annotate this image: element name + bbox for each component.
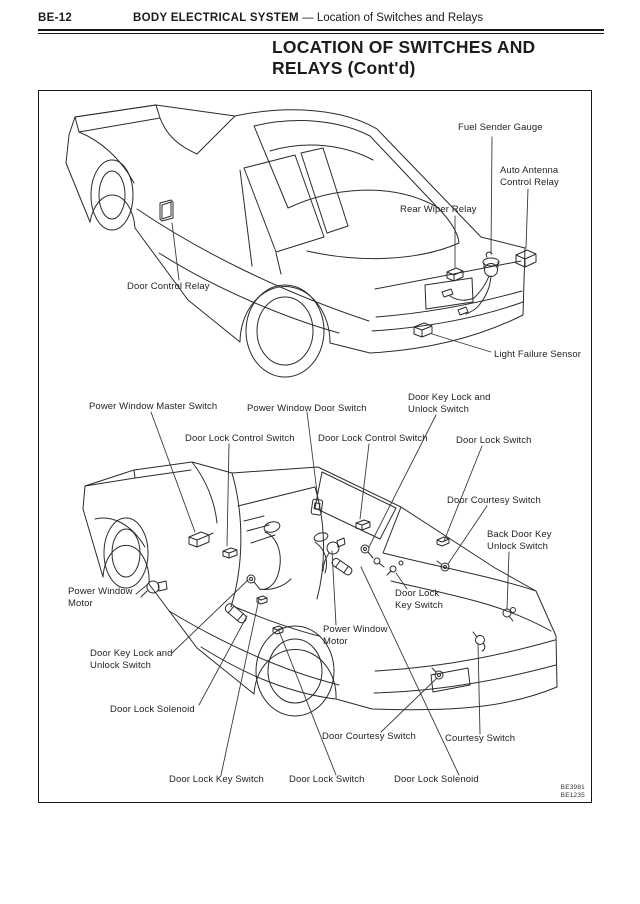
label-fuel-sender-gauge: Fuel Sender Gauge (458, 122, 543, 133)
door-lock-control-switch-2-part (355, 519, 371, 531)
page-number: BE-12 (38, 12, 73, 24)
power-window-door-switch-part (310, 498, 324, 516)
door-lock-solenoid-left-part (224, 603, 247, 624)
header-dash: — (302, 12, 314, 24)
door-lock-solenoid-right-part (331, 557, 353, 576)
label-door-courtesy-switch-top: Door Courtesy Switch (447, 495, 541, 506)
label-door-control-relay: Door Control Relay (127, 281, 210, 292)
back-door-key-unlock-switch-part (502, 607, 516, 622)
door-key-lock-cylinder-left-part (246, 574, 260, 589)
label-auto-antenna-control-relay: Auto Antenna Control Relay (500, 165, 559, 188)
door-key-lock-cylinder-right-part (360, 544, 374, 559)
auto-antenna-control-relay-part (515, 249, 537, 268)
label-door-lock-key-switch-mid: Door Lock Key Switch (395, 588, 443, 611)
header-rule-thin (38, 33, 604, 34)
door-lock-key-switch-left-part (256, 595, 268, 605)
door-courtesy-switch-top-part (436, 560, 450, 572)
label-door-key-lock-and-unlock-switch-left: Door Key Lock and Unlock Switch (90, 648, 173, 671)
car-illustration-top (65, 104, 526, 378)
label-power-window-master-switch: Power Window Master Switch (89, 401, 218, 412)
label-light-failure-sensor: Light Failure Sensor (494, 349, 582, 360)
header-subsection: Location of Switches and Relays (316, 12, 484, 24)
label-door-lock-solenoid-bottom: Door Lock Solenoid (394, 774, 479, 785)
power-window-master-switch-part (188, 531, 214, 548)
label-power-window-door-switch: Power Window Door Switch (247, 403, 367, 414)
figure-codes: BE3981 BE1235 (560, 784, 585, 799)
label-door-lock-switch-top: Door Lock Switch (456, 435, 532, 446)
light-failure-sensor-part (413, 322, 433, 338)
label-door-courtesy-switch-bottom: Door Courtesy Switch (322, 731, 416, 742)
label-door-lock-control-switch-2: Door Lock Control Switch (318, 433, 428, 444)
rear-wiper-relay-part (446, 267, 464, 282)
door-lock-control-switch-1-part (222, 547, 238, 559)
label-door-lock-solenoid-left: Door Lock Solenoid (110, 704, 195, 715)
leader-lines (135, 136, 529, 776)
header-rule-thick (38, 29, 604, 31)
header-line: BODY ELECTRICAL SYSTEM — Location of Swi… (133, 12, 483, 24)
popup-headlight (74, 104, 161, 133)
door-control-relay-part (159, 199, 174, 222)
label-power-window-motor-left: Power Window Motor (68, 586, 133, 609)
label-power-window-motor-center: Power Window Motor (323, 624, 388, 647)
page-title: LOCATION OF SWITCHES AND RELAYS (Cont'd) (272, 37, 536, 78)
door-lock-key-switch-mid-part (386, 560, 404, 576)
door-lock-switch-right-part (373, 557, 385, 568)
header-section: BODY ELECTRICAL SYSTEM (133, 12, 299, 24)
label-door-lock-switch-bottom: Door Lock Switch (289, 774, 365, 785)
door-lock-switch-top-part (436, 536, 450, 547)
label-back-door-key-unlock-switch: Back Door Key Unlock Switch (487, 529, 552, 552)
power-window-motor-left-part (140, 580, 168, 598)
power-window-motor-center-part (322, 537, 346, 572)
door-lock-switch-bottom-part (272, 625, 284, 635)
car-diagrams (65, 104, 558, 776)
label-door-key-lock-and-unlock-switch-top: Door Key Lock and Unlock Switch (408, 392, 491, 415)
door-courtesy-switch-bottom-part (431, 667, 444, 680)
label-door-lock-key-switch-bottom: Door Lock Key Switch (169, 774, 264, 785)
label-rear-wiper-relay: Rear Wiper Relay (400, 204, 477, 215)
label-door-lock-control-switch-1: Door Lock Control Switch (185, 433, 295, 444)
car-illustration-bottom (82, 461, 558, 717)
label-courtesy-switch: Courtesy Switch (445, 733, 516, 744)
courtesy-switch-part (472, 631, 486, 652)
